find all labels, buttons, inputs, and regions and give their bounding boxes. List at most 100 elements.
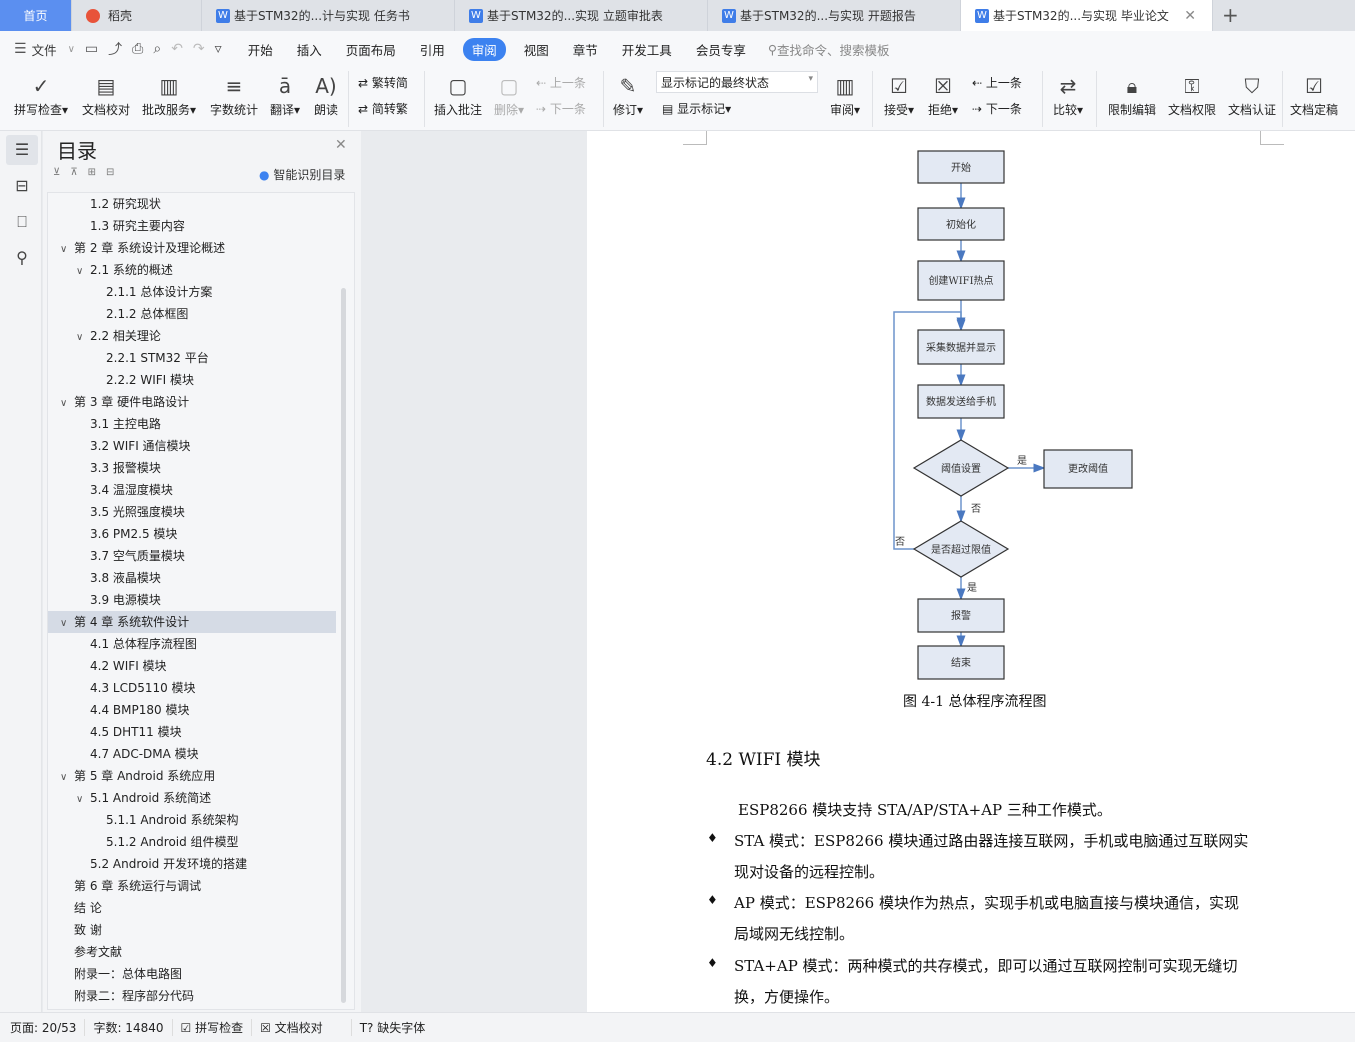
- collapse-all-icon[interactable]: ⊻: [53, 167, 71, 178]
- menu-section[interactable]: 章节: [572, 42, 598, 58]
- menu-review[interactable]: 审阅: [462, 37, 506, 61]
- read-aloud-button[interactable]: A)朗读: [310, 71, 342, 118]
- smart-toc-button[interactable]: ● 智能识别目录: [259, 166, 345, 183]
- toc-item[interactable]: 致 谢: [48, 919, 336, 941]
- search-icon[interactable]: ⚲: [16, 248, 28, 267]
- redo-icon[interactable]: ↷: [192, 41, 205, 57]
- toc-item[interactable]: 2.2.2 WIFI 模块: [48, 369, 336, 391]
- doc-certify-button[interactable]: ⛉文档认证: [1224, 71, 1280, 118]
- toc-item[interactable]: 第 6 章 系统运行与调试: [48, 875, 336, 897]
- undo-icon[interactable]: ↶: [171, 41, 183, 57]
- restrict-edit-button[interactable]: 🔒︎限制编辑: [1104, 71, 1160, 118]
- toc-item[interactable]: 3.1 主控电路: [48, 413, 336, 435]
- export-icon[interactable]: ⤴: [108, 42, 123, 58]
- menu-view[interactable]: 视图: [523, 42, 549, 58]
- spell-check-button[interactable]: ✓拼写检查▾: [10, 71, 72, 118]
- missing-font-status[interactable]: T? 缺失字体: [359, 1021, 426, 1035]
- preview-icon[interactable]: ⌕: [153, 41, 162, 57]
- new-tab-icon[interactable]: +: [1222, 3, 1239, 27]
- toc-item[interactable]: 附录一：总体电路图: [48, 963, 336, 985]
- chevron-down-icon[interactable]: ∨: [76, 266, 84, 277]
- toc-item[interactable]: 4.4 BMP180 模块: [48, 699, 336, 721]
- chevron-down-icon[interactable]: ∨: [60, 618, 68, 629]
- scrollbar[interactable]: [341, 288, 346, 1003]
- toc-item[interactable]: ∨5.1 Android 系统简述: [48, 787, 336, 809]
- toc-item[interactable]: 3.8 液晶模块: [48, 567, 336, 589]
- minus-icon[interactable]: ⊟: [106, 167, 125, 178]
- nav-pane-icon[interactable]: ⊟: [15, 176, 29, 195]
- toc-item[interactable]: 3.9 电源模块: [48, 589, 336, 611]
- next-comment-button[interactable]: ⇢ 下一条: [536, 102, 586, 116]
- prev-comment-button[interactable]: ⇠ 上一条: [536, 76, 586, 90]
- menu-layout[interactable]: 页面布局: [345, 42, 396, 58]
- menu-dev-tools[interactable]: 开发工具: [621, 42, 672, 58]
- toc-item[interactable]: 3.2 WIFI 通信模块: [48, 435, 336, 457]
- track-changes-button[interactable]: ✎修订▾: [610, 71, 646, 118]
- chevron-down-icon[interactable]: ∨: [60, 772, 68, 783]
- spell-check-status[interactable]: ☑ 拼写检查: [173, 1019, 253, 1036]
- prev-change-button[interactable]: ⇠ 上一条: [972, 76, 1022, 90]
- toc-item[interactable]: 参考文献: [48, 941, 336, 963]
- toc-item[interactable]: 2.1.2 总体框图: [48, 303, 336, 325]
- accept-button[interactable]: ☑接受▾: [880, 71, 918, 118]
- bookmark-icon[interactable]: ⎕: [17, 212, 27, 231]
- chevron-down-icon[interactable]: ∨: [60, 244, 68, 255]
- toc-item[interactable]: 5.2 Android 开发环境的搭建: [48, 853, 336, 875]
- menu-icon[interactable]: ☰: [14, 41, 27, 57]
- toc-item[interactable]: 2.1.1 总体设计方案: [48, 281, 336, 303]
- page-indicator[interactable]: 页面: 20/53: [0, 1019, 86, 1036]
- toc-item[interactable]: 3.4 温湿度模块: [48, 479, 336, 501]
- toc-item[interactable]: 附录二：程序部分代码: [48, 985, 336, 1007]
- plus-icon[interactable]: ⊞: [87, 167, 107, 178]
- word-count[interactable]: 字数: 14840: [85, 1019, 173, 1036]
- menu-references[interactable]: 引用: [419, 42, 445, 58]
- toc-item[interactable]: 3.3 报警模块: [48, 457, 336, 479]
- toc-item[interactable]: ∨2.1 系统的概述: [48, 259, 336, 281]
- delete-comment-button[interactable]: ▢删除▾: [490, 71, 528, 118]
- word-count-button[interactable]: ≡字数统计: [206, 71, 262, 118]
- proofread-button[interactable]: ▤文档校对: [80, 71, 132, 118]
- menu-member[interactable]: 会员专享: [695, 42, 746, 58]
- trad-to-simp-button[interactable]: ⇄ 繁转简: [358, 76, 408, 90]
- toc-item[interactable]: ∨第 2 章 系统设计及理论概述: [48, 237, 336, 259]
- toc-item[interactable]: ∨第 4 章 系统软件设计: [48, 611, 336, 633]
- toc-item[interactable]: 4.5 DHT11 模块: [48, 721, 336, 743]
- tab-home[interactable]: 首页: [0, 0, 72, 31]
- next-change-button[interactable]: ⇢ 下一条: [972, 102, 1022, 116]
- correction-button[interactable]: ▥批改服务▾: [138, 71, 200, 118]
- toc-item[interactable]: 4.7 ADC-DMA 模块: [48, 743, 336, 765]
- more-icon[interactable]: ▿: [214, 41, 222, 57]
- toc-item[interactable]: 4.2 WIFI 模块: [48, 655, 336, 677]
- toc-icon[interactable]: ☰: [6, 135, 38, 165]
- expand-icon[interactable]: ⊼: [70, 167, 88, 178]
- close-tab-icon[interactable]: ✕: [1184, 7, 1196, 24]
- tab-docer[interactable]: 稻壳: [72, 0, 202, 31]
- review-pane-button[interactable]: ▥审阅▾: [826, 71, 864, 118]
- save-icon[interactable]: ▭: [84, 41, 99, 57]
- chevron-down-icon[interactable]: ∨: [76, 332, 84, 343]
- toc-item[interactable]: 4.3 LCD5110 模块: [48, 677, 336, 699]
- toc-item[interactable]: 1.3 研究主要内容: [48, 215, 336, 237]
- menu-insert[interactable]: 插入: [296, 42, 322, 58]
- toc-item[interactable]: 2.2.1 STM32 平台: [48, 347, 336, 369]
- toc-item[interactable]: 1.2 研究现状: [48, 193, 336, 215]
- toc-item[interactable]: ∨第 3 章 硬件电路设计: [48, 391, 336, 413]
- toc-item[interactable]: 3.7 空气质量模块: [48, 545, 336, 567]
- markup-state-select[interactable]: 显示标记的最终状态▾: [656, 71, 818, 93]
- proofread-status[interactable]: ☒ 文档校对: [252, 1019, 352, 1036]
- toc-item[interactable]: 3.5 光照强度模块: [48, 501, 336, 523]
- file-menu[interactable]: 文件: [31, 42, 57, 58]
- insert-comment-button[interactable]: ▢插入批注: [430, 71, 486, 118]
- toc-item[interactable]: 3.6 PM2.5 模块: [48, 523, 336, 545]
- show-markup-button[interactable]: ▤ 显示标记▾: [662, 102, 732, 116]
- simp-to-trad-button[interactable]: ⇄ 简转繁: [358, 102, 408, 116]
- chevron-down-icon[interactable]: ∨: [60, 398, 68, 409]
- toc-item[interactable]: 结 论: [48, 897, 336, 919]
- chevron-down-icon[interactable]: ∨: [76, 794, 84, 805]
- doc-finalize-button[interactable]: ☑文档定稿: [1286, 71, 1342, 118]
